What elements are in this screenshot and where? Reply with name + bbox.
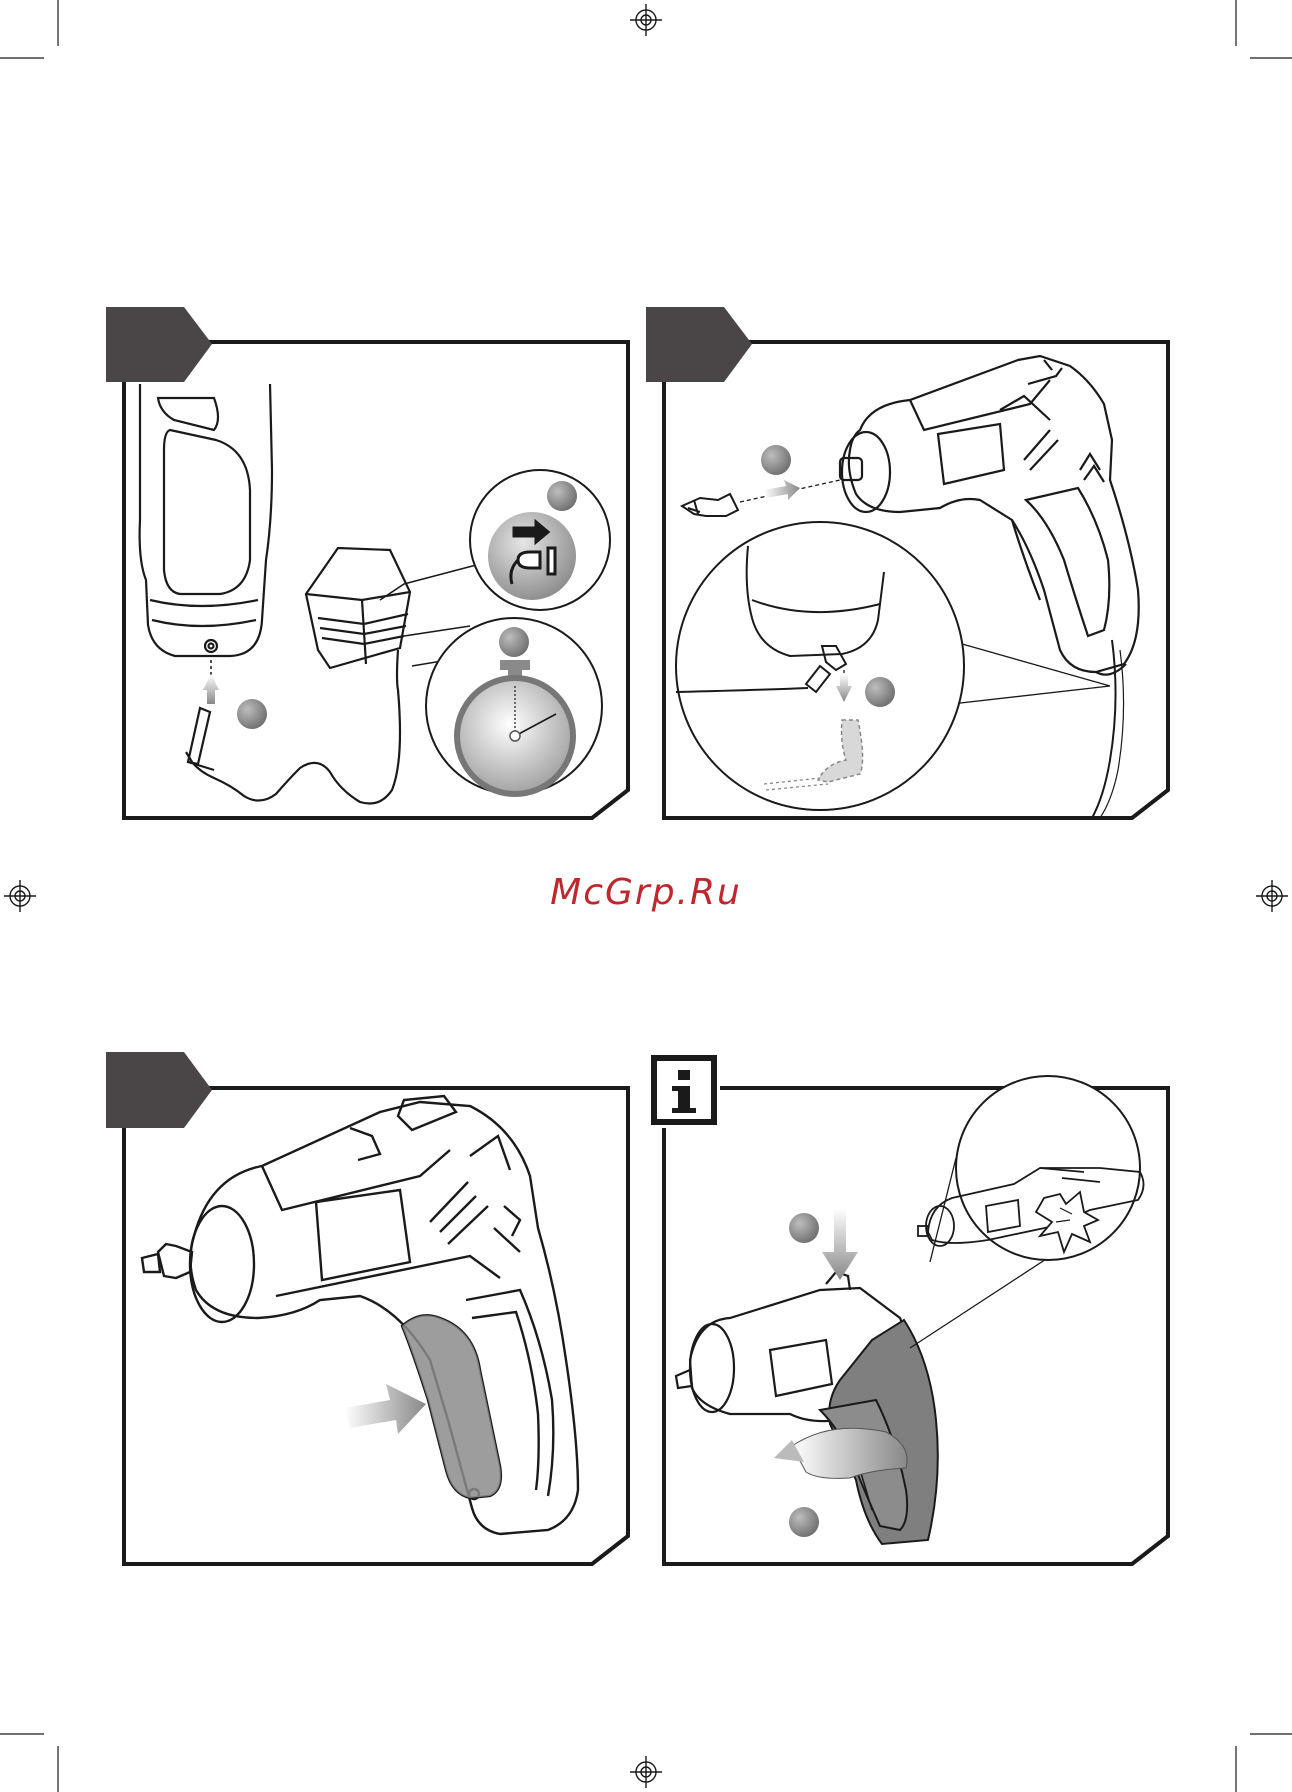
press-down-arrow-icon xyxy=(822,1208,858,1280)
step-tab xyxy=(646,307,752,382)
panel-info-folding xyxy=(648,1052,1168,1564)
panel-charging xyxy=(106,307,628,818)
push-arrow-icon xyxy=(344,1384,426,1434)
step-marker xyxy=(761,445,791,475)
step-marker xyxy=(789,1213,819,1243)
panel-bit-insert xyxy=(646,307,1168,818)
screwdriver-large xyxy=(142,1096,578,1534)
charger-adapter xyxy=(186,548,410,804)
step-marker xyxy=(237,699,267,729)
right-arrow-icon xyxy=(764,480,800,500)
step-tab xyxy=(106,307,212,382)
registration-mark-bottom xyxy=(630,1756,662,1788)
step-marker xyxy=(865,677,895,707)
screwdriver-bit-icon xyxy=(682,494,738,516)
watermark: McGrp.Ru xyxy=(0,872,1292,913)
registration-mark-top xyxy=(630,4,662,36)
up-arrow-icon xyxy=(203,674,219,704)
step-marker xyxy=(789,1507,819,1537)
step-marker xyxy=(499,627,529,657)
step-tab xyxy=(106,1052,212,1128)
info-icon xyxy=(648,1052,720,1128)
screwdriver-upright xyxy=(140,384,272,656)
step-marker xyxy=(547,481,577,511)
watermark-text: McGrp.Ru xyxy=(550,872,742,913)
panel-switch-press xyxy=(106,1052,628,1564)
